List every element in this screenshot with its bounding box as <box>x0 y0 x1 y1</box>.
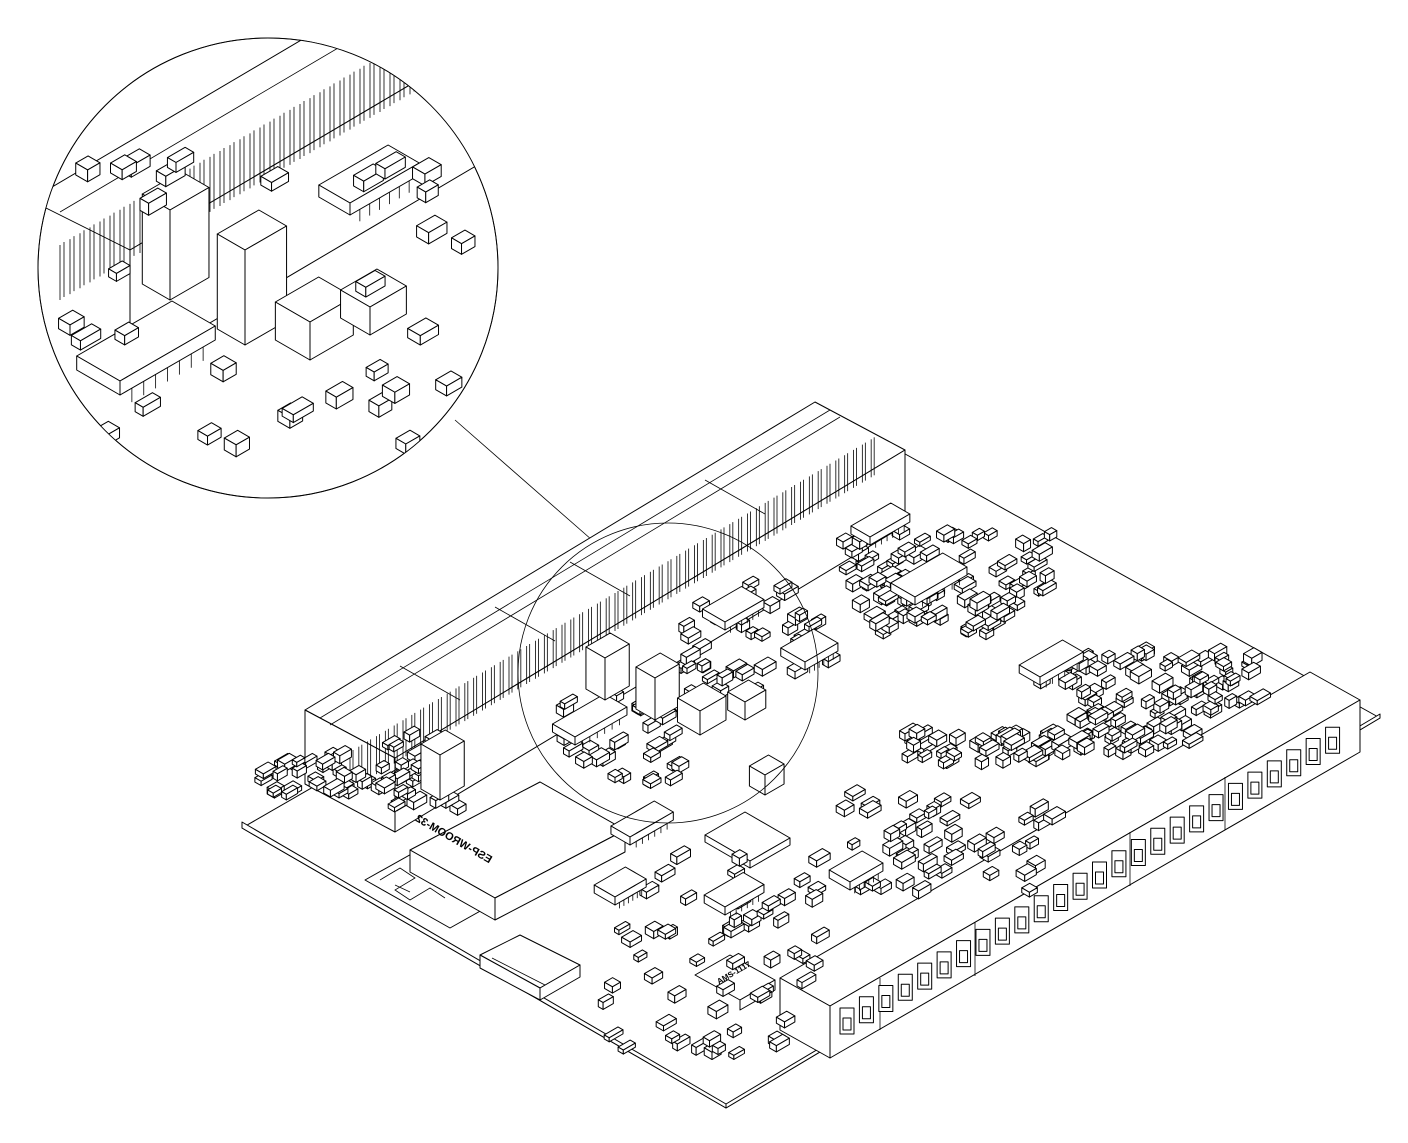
detail-target-circle <box>517 522 819 824</box>
detail-leader-line <box>454 419 593 541</box>
back-terminal-strip <box>304 401 906 833</box>
usb-connector <box>479 934 581 1001</box>
jumper-headers <box>420 632 785 801</box>
right-terminal-strip <box>779 671 1361 1059</box>
smd-components <box>254 502 1272 1061</box>
magnified-detail <box>37 37 499 499</box>
